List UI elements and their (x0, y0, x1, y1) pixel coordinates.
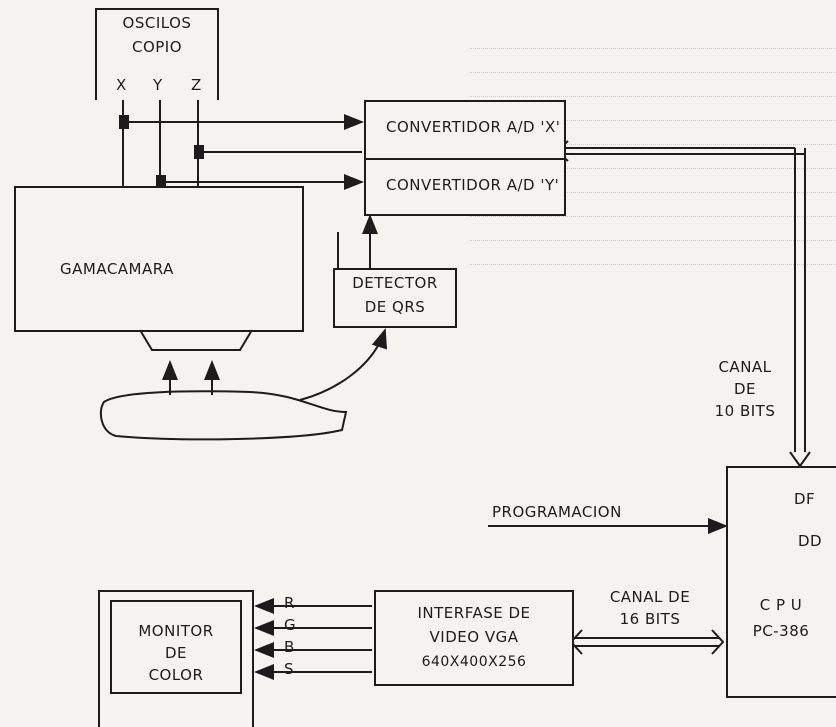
x-tap-block (119, 115, 129, 129)
monitor-screen (110, 600, 242, 694)
video-interface-box (374, 590, 574, 686)
cpu-df-label: DF (794, 490, 816, 508)
s-signal-label: S (284, 660, 295, 678)
converter-y-box (364, 158, 566, 216)
converter-x-box (364, 100, 566, 160)
g-signal-label: G (284, 616, 297, 634)
qrs-detector-label-line2: DE QRS (364, 298, 426, 316)
b-signal-label: B (284, 638, 295, 656)
cpu-box (726, 466, 836, 698)
r-signal-label: R (284, 594, 295, 612)
monitor-label-line2: DE (164, 644, 188, 662)
gamma-camera-box (14, 186, 304, 332)
channel-10-label-line2: DE (733, 380, 757, 398)
video-interface-label-line3: 640X400X256 (421, 654, 527, 670)
channel-16-label-line1: CANAL DE (609, 588, 691, 606)
monitor-label-line1: MONITOR (138, 622, 214, 640)
converter-x-label: CONVERTIDOR A/D 'X' (386, 118, 561, 136)
channel-10-label-line1: CANAL (718, 358, 772, 376)
oscilloscope-label-line1: OSCILOS (122, 14, 192, 32)
collimator-shape (138, 329, 254, 351)
cpu-dd-label: DD (798, 532, 823, 550)
monitor-label-line3: COLOR (148, 666, 204, 684)
y-channel-label: Y (153, 76, 163, 94)
oscilloscope-label-line2: COPIO (131, 38, 183, 56)
gamma-camera-label: GAMACAMARA (60, 260, 174, 278)
oscilloscope-box (95, 8, 219, 100)
video-interface-label-line1: INTERFASE DE (417, 604, 531, 622)
channel-10-arrowhead-down (789, 451, 811, 468)
channel-16-arrowhead-right (711, 629, 725, 655)
cpu-label-line1: C P U (759, 596, 803, 614)
x-channel-label: X (116, 76, 127, 94)
patient-silhouette (99, 390, 348, 441)
channel-16-label-line2: 16 BITS (619, 610, 681, 628)
qrs-detector-label-line1: DETECTOR (352, 274, 438, 292)
channel-10-label-line3: 10 BITS (714, 402, 776, 420)
patient-to-qrs-arrow (299, 328, 388, 401)
z-tap-block (194, 145, 204, 159)
z-channel-label: Z (191, 76, 202, 94)
video-interface-label-line2: VIDEO VGA (429, 628, 519, 646)
programming-label: PROGRAMACION (492, 503, 622, 521)
cpu-label-line2: PC-386 (752, 622, 810, 640)
qrs-detector-box (333, 268, 457, 328)
converter-y-label: CONVERTIDOR A/D 'Y' (386, 176, 560, 194)
